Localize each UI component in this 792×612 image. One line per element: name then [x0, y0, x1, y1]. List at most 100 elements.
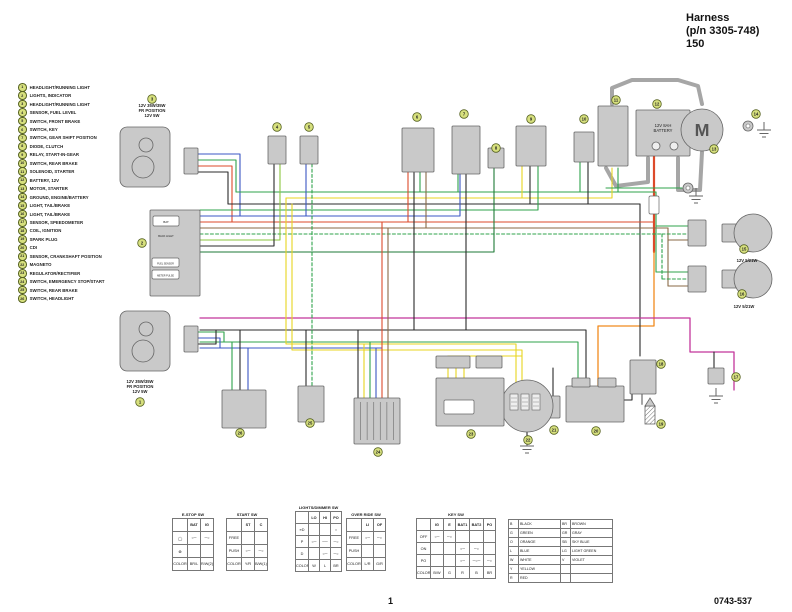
table-cell: ─○	[373, 531, 386, 545]
table-cell: ON	[416, 542, 431, 555]
table-cell: ○─	[308, 535, 320, 548]
table-cell: FREE	[226, 531, 242, 545]
wire-gr	[610, 78, 704, 106]
regulator-inner	[443, 399, 475, 415]
color-code-cell: ORANGE	[518, 537, 561, 547]
legend-item-label: SPARK PLUG	[29, 236, 58, 242]
table-header-cell: ST	[241, 518, 255, 532]
legend-callout-number: 25	[18, 285, 27, 295]
callout-5	[304, 122, 314, 132]
wire-gr	[604, 156, 650, 188]
callout-number-5: 5	[308, 125, 311, 130]
legend-callout-number: 26	[18, 294, 27, 303]
color-code-cell: O	[508, 537, 519, 547]
legend-callout-number: 2	[18, 91, 27, 100]
table-cell: ○─	[241, 544, 255, 558]
color-code-cell: LIGHT GREEN	[570, 546, 613, 556]
color-code-cell: Y	[508, 564, 519, 574]
ignition-coil-18	[629, 359, 657, 395]
table-cell	[430, 542, 444, 555]
legend-item-label: SENSOR, SPEEDOMETER	[29, 219, 84, 225]
legend-callout-number: 19	[18, 235, 27, 244]
wire-k	[623, 393, 633, 401]
legend-item-label: SWITCH, FRONT BRAKE	[29, 118, 81, 124]
callout-6	[412, 112, 422, 122]
callout-16	[737, 289, 747, 299]
table-cell: ○─	[455, 542, 470, 555]
legend-item-label: SWITCH, EMERGENCY STOP/START	[29, 279, 105, 285]
color-code-cell	[560, 564, 571, 574]
table-header-cell	[295, 511, 309, 524]
gear-position-switch-7	[451, 125, 481, 175]
color-code-cell: SKY BLUE	[570, 537, 613, 547]
legend-callout-number: 8	[18, 142, 27, 151]
table-cell	[373, 544, 386, 558]
table-cell: PUSH	[346, 544, 362, 558]
wire-r	[197, 165, 233, 223]
color-code-cell	[570, 573, 613, 583]
callout-number-1: 1	[139, 400, 142, 405]
color-code-cell: BROWN	[570, 519, 613, 529]
table-header-cell: BAT	[187, 518, 201, 532]
table-cell	[443, 554, 456, 567]
table-cell: COLOR	[295, 559, 309, 572]
callout-14	[751, 109, 761, 119]
table-title: E-STOP SW	[181, 512, 205, 517]
legend-item-label: SWITCH, GEAR SHIFT POSITION	[29, 135, 97, 141]
callout-number-15: 15	[742, 247, 747, 252]
table-cell: Y/R	[241, 557, 255, 571]
table-cell: W	[308, 559, 320, 572]
callout-25	[305, 418, 315, 428]
wire-k	[199, 329, 587, 387]
table-cell: BR/L	[187, 557, 201, 571]
legend-item-label: LIGHTS, INDICATOR	[29, 93, 72, 99]
legend-callout-number: 21	[18, 252, 27, 261]
legend-item-label: SENSOR, FUEL LEVEL	[29, 110, 77, 116]
wire-y	[285, 197, 517, 383]
cluster-box	[151, 269, 180, 280]
table-cell: L/R	[361, 557, 374, 571]
legend-item-label: SWITCH, KEY	[29, 126, 58, 132]
table-cell: COLOR	[346, 557, 362, 571]
table-cell: ≡D	[295, 523, 309, 536]
table-cell: ─○	[483, 554, 496, 567]
legend-item-label: SOLENOID, STARTER	[29, 169, 75, 175]
callout-number-9: 9	[530, 117, 533, 122]
callout-3	[147, 94, 157, 104]
legend-item-label: SENSOR, CRANKSHAFT POSITION	[29, 253, 102, 259]
callout-11	[611, 95, 621, 105]
legend-item-label: CDI	[29, 245, 37, 251]
table-cell: PO	[416, 554, 431, 567]
callout-4	[272, 122, 282, 132]
legend-callout-number: 24	[18, 277, 27, 286]
page-title: Harness (p/n 3305-748) 150	[686, 12, 759, 51]
color-code-cell	[560, 573, 571, 583]
color-code-cell: SB	[560, 537, 571, 547]
callout-2	[137, 238, 147, 248]
title-line-1: Harness	[686, 12, 730, 24]
tail-light-16	[733, 259, 773, 299]
legend-callout-number: 23	[18, 268, 27, 278]
wire-b	[199, 173, 461, 217]
table-cell: ─○	[443, 530, 456, 543]
wire-lg	[199, 163, 281, 241]
color-code-cell: GRAY	[570, 528, 613, 538]
battery-terminal	[669, 141, 679, 151]
table-header-cell	[346, 518, 362, 532]
legend-item-label: HEADLIGHT/RUNNING LIGHT	[29, 101, 90, 107]
wire-k	[197, 171, 229, 205]
handlebar-switch-block-24	[353, 397, 401, 445]
legend-callout-number: 14	[18, 192, 27, 202]
table-cell: L	[319, 559, 331, 572]
diagram-label: 12V 5/21W	[737, 258, 758, 263]
